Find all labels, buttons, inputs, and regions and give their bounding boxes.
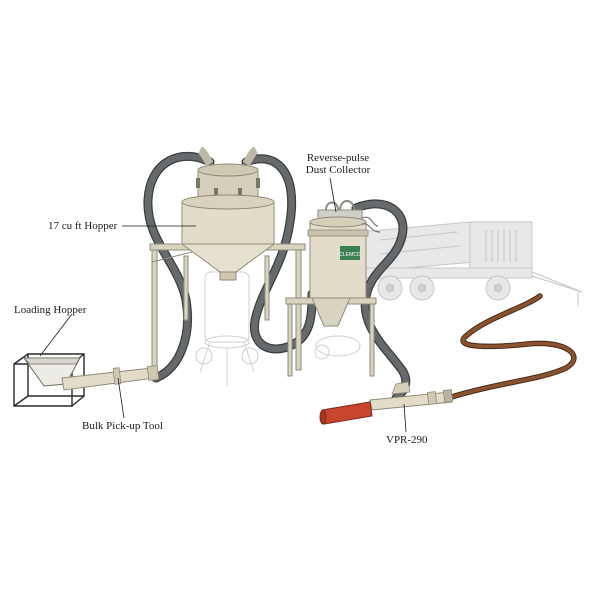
vpr-290-nozzle — [319, 381, 454, 425]
callout-leaders — [39, 177, 407, 433]
blast-vessel-ghost — [195, 271, 259, 386]
bulk-pickup-tube — [61, 365, 160, 391]
label-dust-collector: Reverse-pulse Dust Collector — [300, 152, 376, 176]
label-vpr-290: VPR-290 — [386, 434, 428, 446]
label-hopper: 17 cu ft Hopper — [48, 220, 118, 232]
label-loading-hopper: Loading Hopper — [14, 304, 87, 316]
air-hose — [445, 293, 577, 401]
collector-ghost — [314, 335, 361, 360]
dust-collector: CLEMCO — [285, 200, 381, 377]
hopper-17cuft — [149, 146, 306, 371]
compressor-trailer-ghost — [359, 221, 583, 306]
label-dust-collector-line2: Dust Collector — [305, 164, 371, 176]
label-dust-collector-line1: Reverse-pulse — [306, 152, 370, 164]
clemco-logo: CLEMCO — [339, 252, 361, 258]
label-bulk-pickup-tool: Bulk Pick-up Tool — [82, 420, 163, 432]
